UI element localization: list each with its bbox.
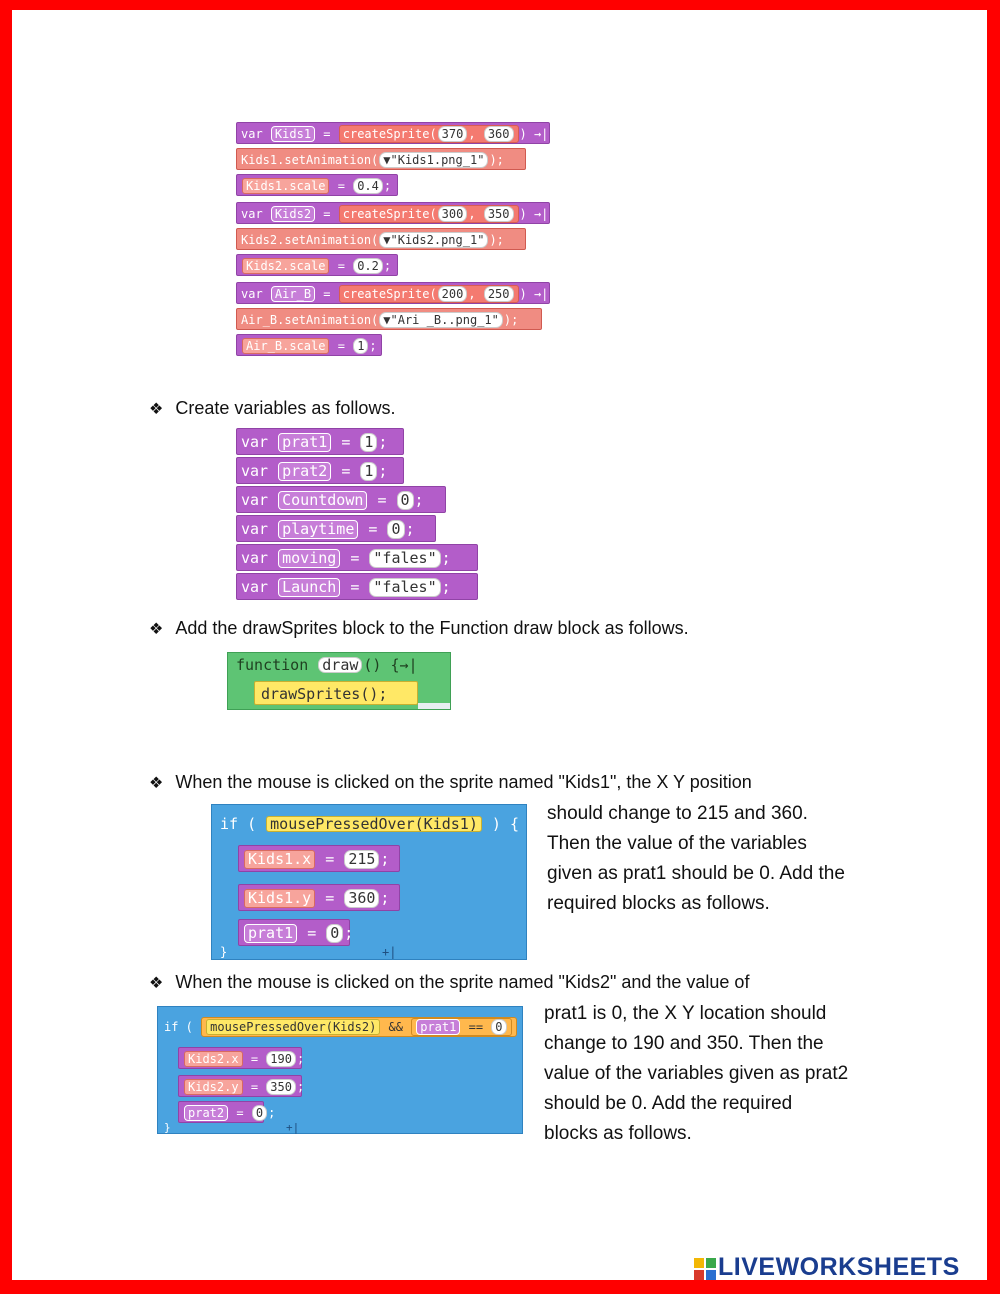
if-kids2-block: if ( mousePressedOver(Kids2) && prat1 ==… — [157, 1006, 546, 1134]
if-header: if ( mousePressedOver(Kids2) && prat1 ==… — [164, 1017, 546, 1037]
instruction-create-variables: ❖Create variables as follows. — [149, 398, 396, 418]
code-line: var prat1 = 1; — [236, 428, 404, 455]
drawsprites-call: drawSprites(); — [254, 681, 418, 705]
add-plus-icon: +| — [382, 945, 397, 959]
code-line: Kids1.setAnimation(▼"Kids1.png_1"); — [236, 148, 526, 170]
liveworksheets-logo-icon — [694, 1258, 716, 1280]
code-line: Air_B.setAnimation(▼"Ari _B..png_1"); — [236, 308, 542, 330]
code-line: prat1 = 0; — [238, 919, 353, 946]
instruction-kids1: ❖When the mouse is clicked on the sprite… — [149, 772, 752, 792]
code-line: var playtime = 0; — [236, 515, 436, 542]
code-line: Kids1.y = 360; — [238, 884, 400, 911]
add-plus-icon: +| — [286, 1121, 300, 1134]
diamond-bullet-icon: ❖ — [149, 621, 164, 638]
kids2-description: prat1 is 0, the X Y location should chan… — [544, 1003, 849, 1144]
code-line: var Air_B = createSprite(200, 250) →| ; — [236, 282, 563, 304]
kids1-description: should change to 215 and 360. Then the v… — [547, 803, 845, 914]
function-draw-block: function draw() {→| drawSprites(); — [227, 652, 451, 710]
code-line: Kids2.y = 350; — [178, 1075, 304, 1097]
code-line: var moving = "fales"; — [236, 544, 478, 571]
code-line: Kids2.x = 190; — [178, 1047, 304, 1069]
code-line: Air_B.scale = 1; — [236, 334, 382, 356]
diamond-bullet-icon: ❖ — [149, 775, 164, 792]
code-line: var Launch = "fales"; — [236, 573, 478, 600]
variables-code-block: var prat1 = 1; var prat2 = 1; var Countd… — [236, 426, 486, 602]
instruction-add-drawsprites: ❖Add the drawSprites block to the Functi… — [149, 618, 689, 638]
function-header: function draw() {→| — [236, 656, 418, 674]
code-line: Kids2.setAnimation(▼"Kids2.png_1"); — [236, 228, 526, 250]
code-line: var prat2 = 1; — [236, 457, 404, 484]
instruction-kids2: ❖When the mouse is clicked on the sprite… — [149, 972, 750, 992]
diamond-bullet-icon: ❖ — [149, 401, 164, 418]
code-line: Kids1.x = 215; — [238, 845, 400, 872]
function-base — [418, 703, 450, 709]
if-kids1-block: if ( mousePressedOver(Kids1) ) { Kids1.x… — [211, 804, 527, 960]
sprite-code-block: var Kids1 = createSprite(370, 360) →| ; … — [236, 120, 563, 360]
if-footer: } — [164, 1121, 171, 1134]
code-line: Kids1.scale = 0.4; — [236, 174, 398, 196]
code-line: var Kids1 = createSprite(370, 360) →| ; — [236, 122, 563, 144]
code-line: var Kids2 = createSprite(300, 350) →| ; — [236, 202, 563, 224]
if-footer: } — [220, 945, 228, 959]
diamond-bullet-icon: ❖ — [149, 975, 164, 992]
code-line: prat2 = 0; — [178, 1101, 275, 1123]
code-line: var Countdown = 0; — [236, 486, 446, 513]
liveworksheets-logo: LIVEWORKSHEETS — [718, 1253, 960, 1281]
if-header: if ( mousePressedOver(Kids1) ) { — [220, 815, 519, 833]
code-line: Kids2.scale = 0.2; — [236, 254, 398, 276]
